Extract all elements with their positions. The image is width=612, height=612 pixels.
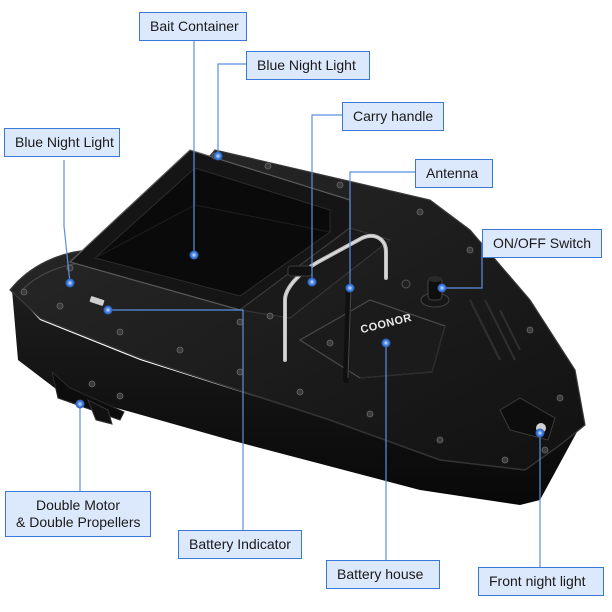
label-double-motor-line1: Double Motor [35, 497, 121, 513]
marker-blue-night-light-left [65, 278, 75, 288]
motor-bracket [51, 370, 125, 421]
antenna-rod [343, 283, 352, 383]
label-front-night-light: Front night light [478, 567, 604, 596]
label-onoff-switch: ON/OFF Switch [482, 229, 602, 258]
marker-battery-house [381, 338, 391, 348]
marker-antenna [345, 283, 355, 293]
marker-bait-container [189, 250, 199, 260]
label-battery-house: Battery house [326, 560, 440, 589]
label-blue-night-light-top: Blue Night Light [246, 51, 370, 80]
label-bait-container: Bait Container [139, 12, 247, 41]
rim-screws [20, 152, 564, 464]
marker-blue-night-light-top [213, 151, 223, 161]
marker-front-night-light [535, 428, 545, 438]
leader-lines [63, 26, 541, 568]
bait-container-inner [93, 167, 331, 297]
label-antenna: Antenna [415, 159, 493, 188]
marker-battery-indicator [103, 305, 113, 315]
label-battery-indicator: Battery Indicator [178, 530, 302, 559]
label-double-motor: Double Motor & Double Propellers [5, 491, 151, 537]
marker-carry-handle [307, 277, 317, 287]
label-blue-night-light-left: Blue Night Light [4, 128, 120, 157]
marker-double-motor [75, 399, 85, 409]
label-carry-handle: Carry handle [342, 102, 444, 131]
callout-markers [65, 151, 545, 438]
label-double-motor-line2: & Double Propellers [16, 514, 141, 530]
marker-onoff-switch [437, 283, 447, 293]
